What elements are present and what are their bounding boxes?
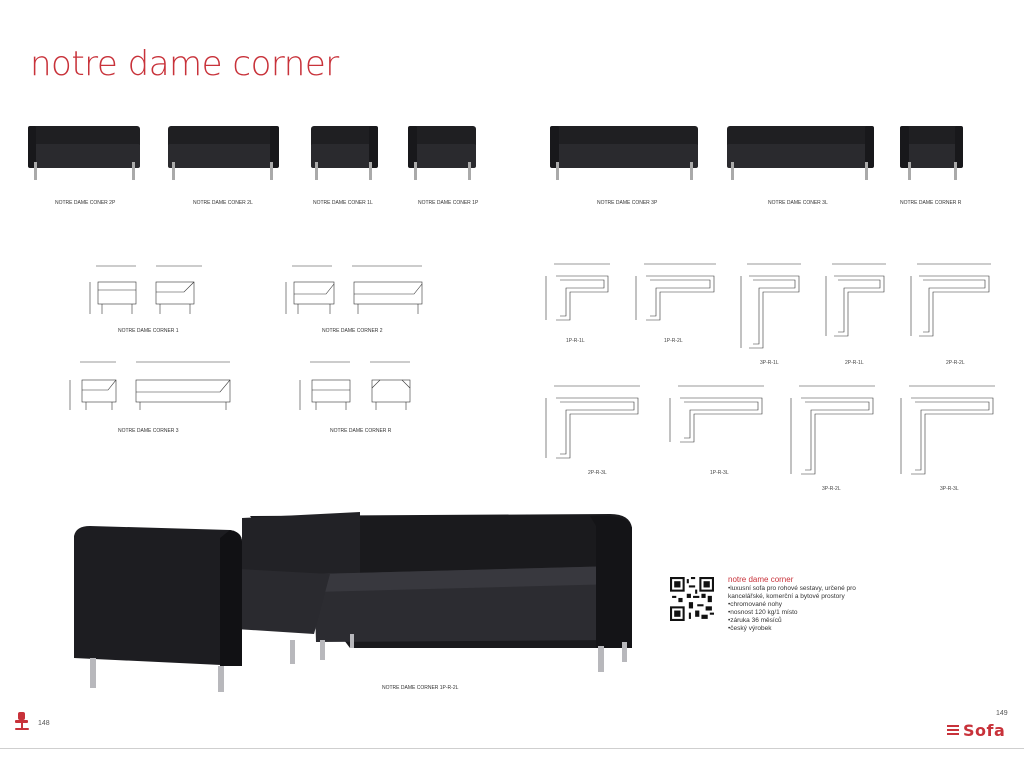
sofa-1p-image [408, 126, 476, 180]
feature-item: český výrobek [728, 625, 878, 633]
qr-code[interactable] [670, 577, 714, 621]
sofa-1l-image [311, 126, 378, 180]
layout-caption: 3P-R-2L [822, 486, 841, 492]
product-caption: NOTRE DAME CONER 3L [768, 200, 828, 206]
hero-corner-sofa-image [74, 512, 632, 692]
layout-plan-1p-r-3l [669, 385, 764, 443]
sofa-2p-image [28, 126, 140, 180]
drawing-caption: NOTRE DAME CORNER 3 [118, 428, 179, 434]
technical-drawing-corner-3 [69, 361, 231, 410]
sofa-3l-image [727, 126, 874, 180]
product-caption: NOTRE DAME CONER 1P [418, 200, 479, 206]
feature-list: luxusní sofa pro rohové sestavy, určené … [728, 585, 878, 633]
brand-logo-icon [947, 725, 959, 735]
product-caption: NOTRE DAME CONER 3P [597, 200, 658, 206]
drawing-caption: NOTRE DAME CORNER 1 [118, 328, 179, 334]
layout-caption: 2P-R-3L [588, 470, 607, 476]
product-caption: NOTRE DAME CONER 1L [313, 200, 373, 206]
drawing-caption: NOTRE DAME CORNER R [330, 428, 392, 434]
feature-item: luxusní sofa pro rohové sestavy, určené … [728, 585, 878, 601]
technical-drawing-corner-2 [285, 265, 423, 314]
layout-plan-3p-r-2l [790, 385, 875, 475]
product-caption: NOTRE DAME CONER 2L [193, 200, 253, 206]
product-caption: NOTRE DAME CORNER R [900, 200, 962, 206]
sofa-2l-image [168, 126, 279, 180]
layout-caption: 2P-R-1L [845, 360, 864, 366]
layout-plan-2p-r-2l [910, 263, 991, 337]
technical-drawing-corner-r [299, 361, 411, 410]
layout-plan-3p-r-1l [740, 263, 801, 349]
layout-plan-1p-r-2l [635, 263, 716, 321]
layout-caption: 1P-R-3L [710, 470, 729, 476]
page-title: notre dame corner [30, 44, 339, 84]
feature-item: chromované nohy [728, 601, 878, 609]
hero-caption: NOTRE DAME CORNER 1P-R-2L [382, 685, 459, 691]
sofa-3p-image [550, 126, 698, 180]
product-caption: NOTRE DAME CONER 2P [55, 200, 116, 206]
page-number-left: 148 [38, 720, 50, 727]
technical-drawing-corner-1 [89, 265, 202, 314]
layout-caption: 3P-R-1L [760, 360, 779, 366]
sofa-corner-r-image [900, 126, 963, 180]
info-title: notre dame corner [728, 575, 794, 584]
page-divider [0, 748, 1024, 749]
layout-plan-2p-r-1l [825, 263, 886, 337]
layout-plan-3p-r-3l [900, 385, 995, 475]
page-number-right: 149 [996, 710, 1008, 717]
layout-caption: 3P-R-3L [940, 486, 959, 492]
feature-item: nosnost 120 kg/1 místo [728, 609, 878, 617]
layout-caption: 1P-R-2L [664, 338, 683, 344]
layout-plan-1p-r-1l [545, 263, 610, 321]
layout-caption: 2P-R-2L [946, 360, 965, 366]
drawing-caption: NOTRE DAME CORNER 2 [322, 328, 383, 334]
chair-logo-icon [15, 712, 29, 730]
layout-caption: 1P-R-1L [566, 338, 585, 344]
layout-plan-2p-r-3l [545, 385, 640, 459]
feature-item: záruka 36 měsíců [728, 617, 878, 625]
brand-logo: Sofa [963, 721, 1006, 740]
